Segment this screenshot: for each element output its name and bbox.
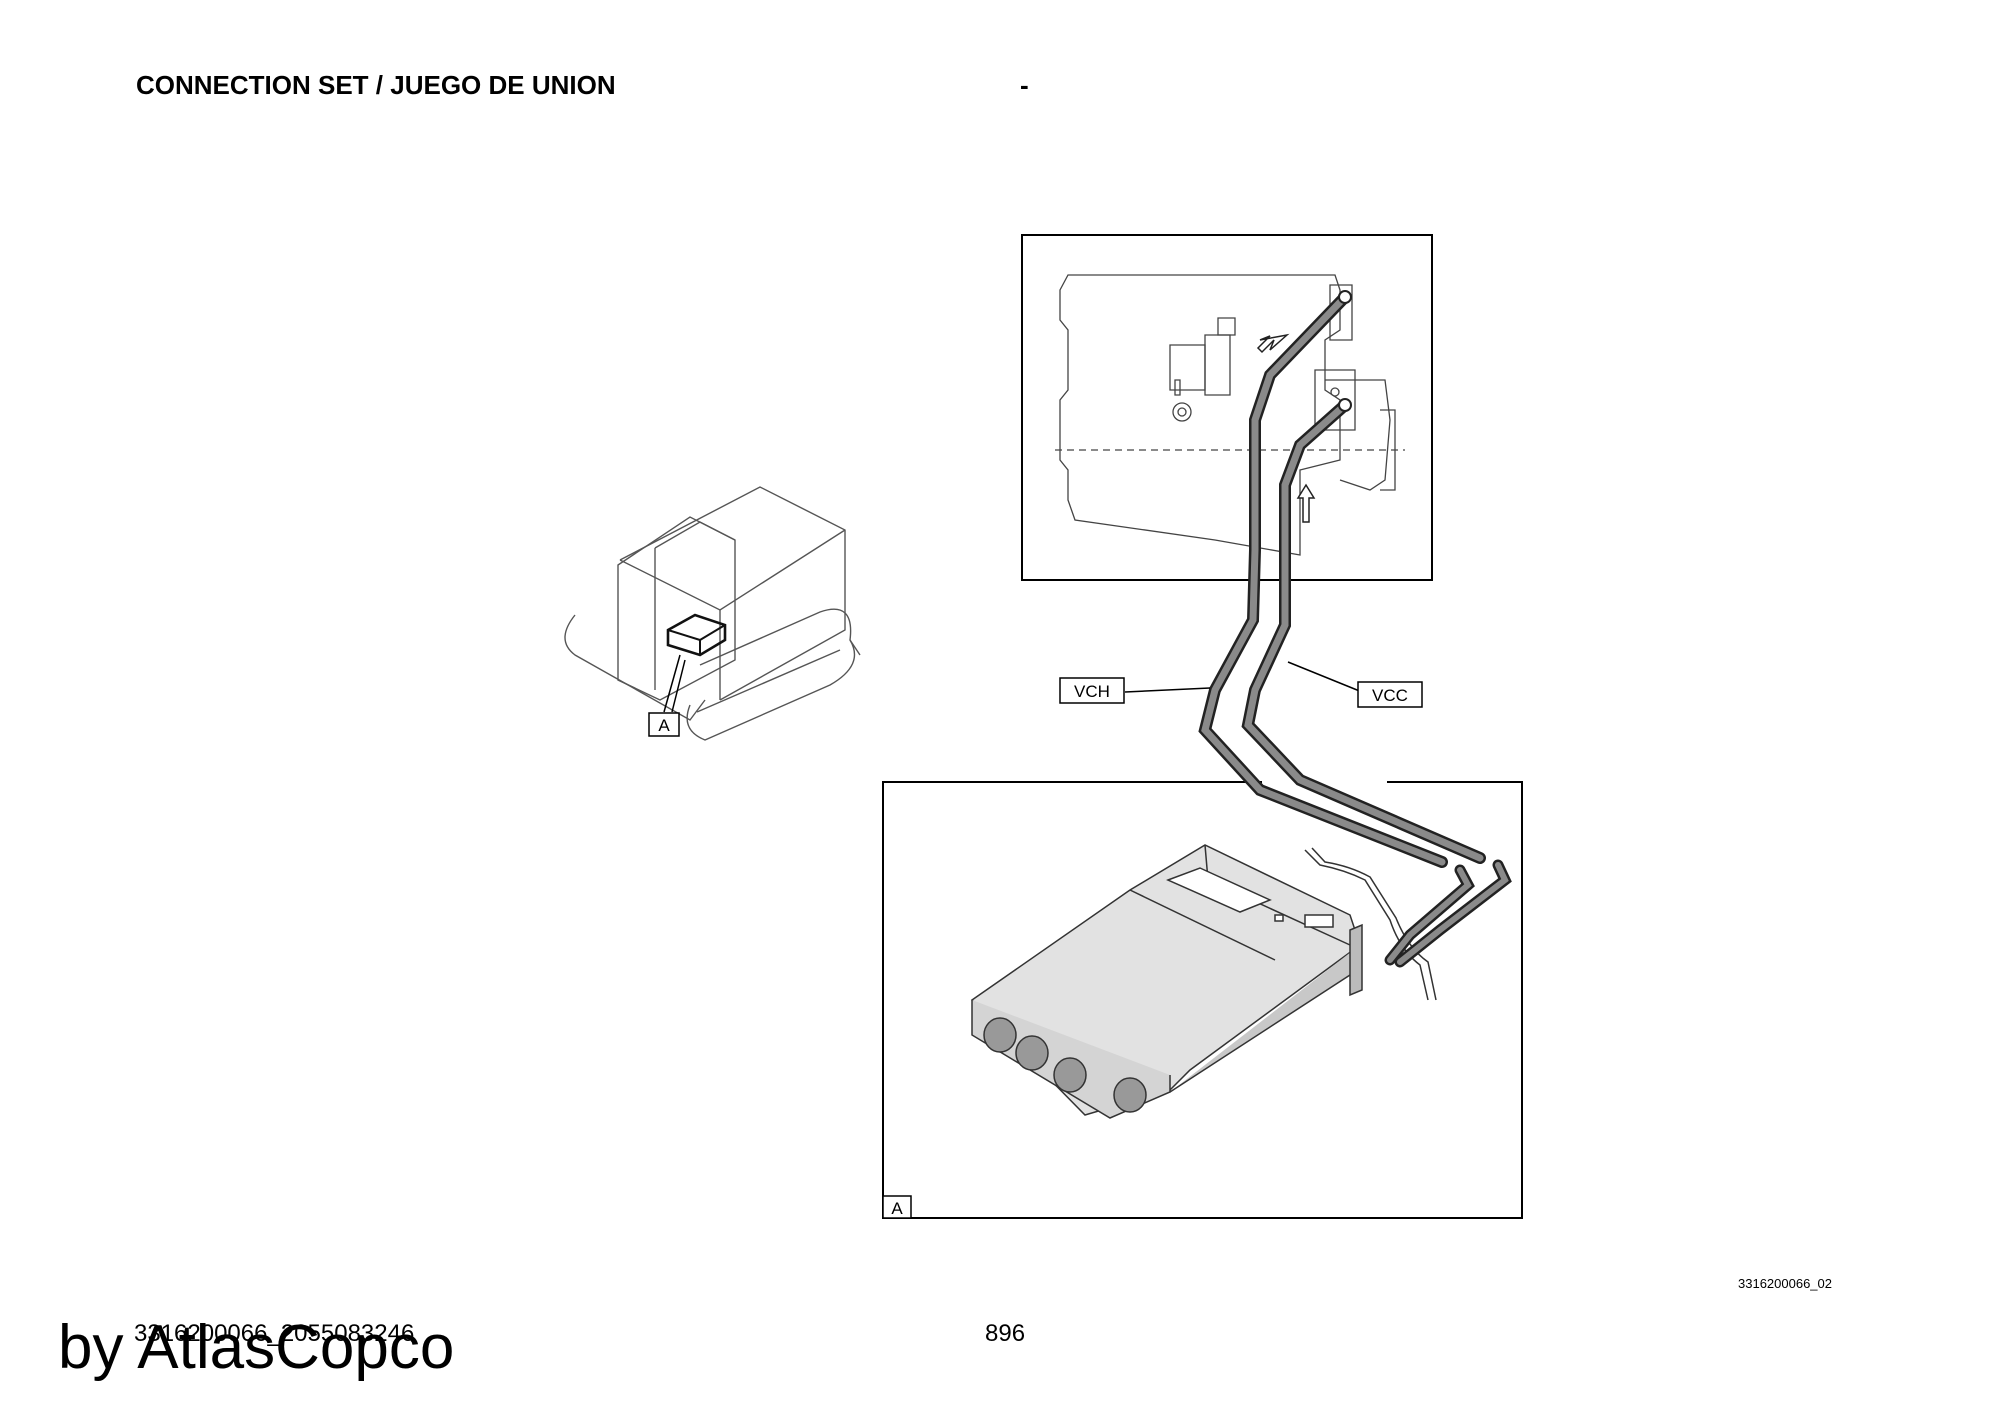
document-reference: 3316200066_2055083246 bbox=[134, 1320, 415, 1347]
hose-vch bbox=[1198, 291, 1448, 868]
figure-code: 3316200066_02 bbox=[1738, 1276, 1832, 1291]
page-number: 896 bbox=[985, 1320, 1026, 1347]
hose-lower-runs bbox=[1384, 859, 1512, 968]
flow-arrow-up-icon bbox=[1296, 483, 1316, 523]
callout-a-small: A bbox=[658, 716, 670, 735]
heater-unit bbox=[970, 844, 1363, 1119]
callout-vch-box bbox=[1059, 677, 1125, 704]
callout-a-frame-box bbox=[882, 1195, 912, 1219]
vch-leader bbox=[1124, 687, 1211, 693]
engine-detail-frame bbox=[1021, 234, 1433, 581]
watermark: by AtlasCopco bbox=[58, 1313, 455, 1382]
callout-a-small-box bbox=[648, 712, 680, 737]
heater-detail-frame bbox=[882, 781, 1523, 1219]
excavator-overview bbox=[564, 486, 861, 741]
header-dash: - bbox=[1020, 70, 1029, 100]
engine-outline bbox=[1059, 274, 1396, 556]
callout-vcc-box bbox=[1357, 681, 1423, 708]
callout-vch: VCH bbox=[1074, 682, 1110, 701]
callout-a-frame: A bbox=[891, 1199, 903, 1218]
page-title: CONNECTION SET / JUEGO DE UNION bbox=[136, 70, 616, 100]
callout-vcc: VCC bbox=[1372, 686, 1408, 705]
vcc-leader bbox=[1287, 661, 1363, 693]
flow-arrow-down-icon bbox=[1256, 333, 1290, 354]
hose-vcc bbox=[1241, 399, 1486, 864]
